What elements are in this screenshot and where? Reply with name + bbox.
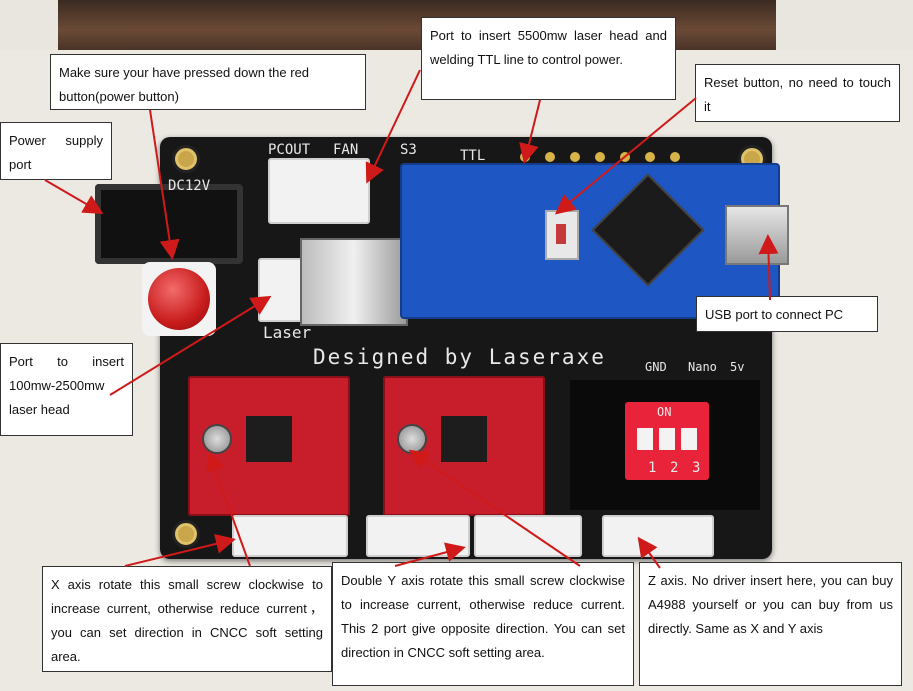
callout-y-axis: Double Y axis rotate this small screw cl… <box>332 562 634 686</box>
nano-silk-label: Nano <box>688 360 717 374</box>
y-axis-driver <box>383 376 545 516</box>
header-pin <box>645 152 655 162</box>
s3-silk-label: S3 <box>400 142 417 158</box>
header-pin <box>670 152 680 162</box>
designer-label: Designed by Laseraxe <box>313 345 606 369</box>
callout-x-axis: X axis rotate this small screw clockwise… <box>42 566 332 672</box>
mount-hole <box>172 520 200 548</box>
header-pin <box>545 152 555 162</box>
dip-number-3: 3 <box>692 460 701 476</box>
laser-connector <box>258 258 308 322</box>
fan-silk-label: FAN <box>333 142 359 158</box>
callout-power-supply: Power supply port <box>0 122 112 180</box>
y-axis-connector-2 <box>474 515 582 557</box>
pcout-silk-label: PCOUT <box>268 142 311 158</box>
callout-usb-port: USB port to connect PC <box>696 296 878 332</box>
power-button <box>142 262 216 336</box>
y-axis-connector-1 <box>366 515 470 557</box>
header-pin <box>620 152 630 162</box>
z-axis-connector <box>602 515 714 557</box>
gnd-silk-label: GND <box>645 360 667 374</box>
x-axis-driver <box>188 376 350 516</box>
ttl-silk-label: TTL <box>460 148 486 164</box>
mosfet-heatsink <box>300 238 408 326</box>
dc-silk-label: DC12V <box>168 178 211 194</box>
callout-reset-button: Reset button, no need to touch it <box>695 64 900 122</box>
header-pin <box>570 152 580 162</box>
callout-ttl-port: Port to insert 5500mw laser head and wel… <box>421 17 676 100</box>
mount-hole <box>172 145 200 173</box>
dip-switch-lever <box>637 428 653 450</box>
usb-mini-port <box>725 205 789 265</box>
dc-power-jack <box>95 184 243 264</box>
laser-silk-label: Laser <box>263 323 312 342</box>
current-screw <box>397 424 427 454</box>
dip-number-2: 2 <box>670 460 679 476</box>
pcout-fan-connector <box>268 158 370 224</box>
dip-number-1: 1 <box>648 460 657 476</box>
dip-switch-lever <box>659 428 675 450</box>
reset-button <box>545 210 579 260</box>
driver-chip <box>246 416 292 462</box>
dip-switch <box>625 402 709 480</box>
power-button-cap <box>148 268 210 330</box>
header-pin <box>595 152 605 162</box>
driver-chip <box>441 416 487 462</box>
x-axis-connector <box>232 515 348 557</box>
5v-silk-label: 5v <box>730 360 745 374</box>
callout-laser-port: Port to insert 100mw-2500mw laser head <box>0 343 133 436</box>
dip-on-label: ON <box>657 405 672 419</box>
dip-switch-lever <box>681 428 697 450</box>
callout-power-button: Make sure your have pressed down the red… <box>50 54 366 110</box>
current-screw <box>202 424 232 454</box>
header-pin <box>520 152 530 162</box>
callout-z-axis: Z axis. No driver insert here, you can b… <box>639 562 902 686</box>
